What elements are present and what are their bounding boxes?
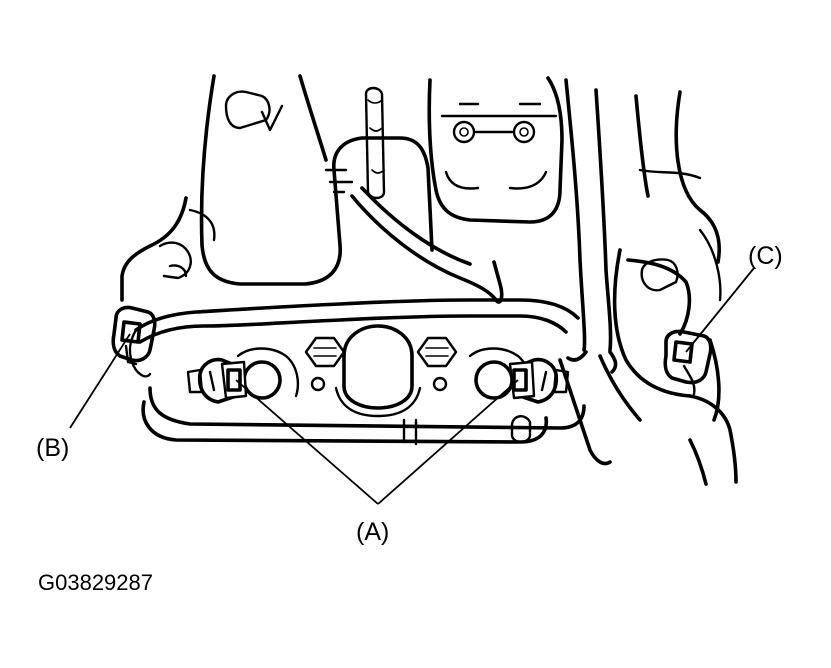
leader-line-a-left <box>235 379 379 505</box>
fuel-injector-left <box>186 357 248 404</box>
connector-b <box>111 305 157 366</box>
intake-manifold <box>199 74 618 374</box>
fuel-rail-assembly <box>141 324 586 446</box>
callout-a-label: (A) <box>356 518 389 546</box>
leader-line-b <box>69 333 131 429</box>
callout-c-label: (C) <box>748 242 783 270</box>
leader-line-c <box>685 267 755 353</box>
leader-lines <box>69 267 755 505</box>
fuel-injector-right <box>508 357 570 404</box>
right-side-components <box>558 90 738 486</box>
connector-c <box>663 329 713 396</box>
left-side-components <box>120 196 580 378</box>
callout-b-label: (B) <box>36 434 69 462</box>
figure-code: G03829287 <box>38 570 153 595</box>
leader-line-a-right <box>377 379 519 505</box>
